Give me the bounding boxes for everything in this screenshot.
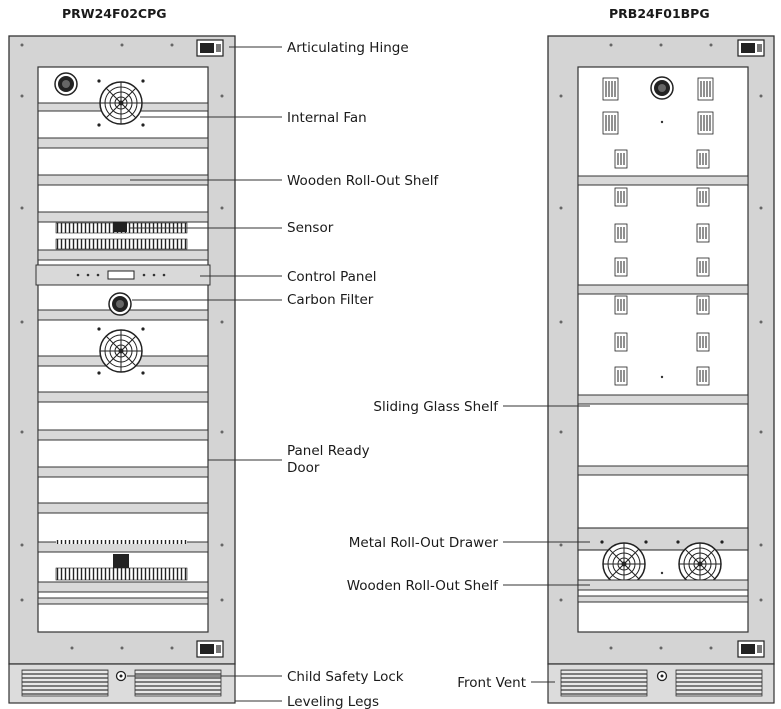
right-vent-2 <box>697 77 714 101</box>
right-vent-5 <box>614 149 628 169</box>
left-shelf-14 <box>37 597 209 605</box>
right-filter-icon <box>650 76 674 100</box>
right-bottom-hinge <box>737 640 765 658</box>
right-vent-13 <box>614 295 628 315</box>
left-base-vent-left <box>21 669 109 697</box>
left-shelf-5 <box>37 249 209 261</box>
right-vent-14 <box>696 295 710 315</box>
left-shelf-4 <box>37 211 209 223</box>
right-vent-11 <box>614 257 628 277</box>
right-shelf-2 <box>577 284 749 295</box>
label-metal-roll-out-drawer: Metal Roll-Out Drawer <box>349 535 499 551</box>
model-right-title: PRB24F01BPG <box>609 6 710 21</box>
left-bottom-hinge <box>196 640 224 658</box>
label-panel-ready-line2: Door <box>287 460 320 476</box>
right-shelf-1 <box>577 175 749 186</box>
right-vent-15 <box>614 332 628 352</box>
right-sliding-glass-shelf <box>577 394 749 405</box>
label-sensor: Sensor <box>287 220 334 236</box>
label-child-safety-lock: Child Safety Lock <box>287 669 404 685</box>
label-front-vent: Front Vent <box>457 675 526 691</box>
right-vent-12 <box>696 257 710 277</box>
left-shelf-11 <box>37 502 209 514</box>
right-vent-16 <box>696 332 710 352</box>
leader-lines <box>127 46 590 702</box>
left-shelf-13 <box>37 581 209 593</box>
right-base-vent-right <box>675 669 763 697</box>
right-vent-8 <box>696 187 710 207</box>
right-top-hinge <box>737 39 765 57</box>
left-carbon-filter-icon <box>108 292 132 316</box>
right-vent-7 <box>614 187 628 207</box>
right-metal-drawer <box>577 527 749 551</box>
left-base-vent-right <box>134 669 222 697</box>
left-top-hinge <box>196 39 224 57</box>
label-articulating-hinge: Articulating Hinge <box>287 40 409 56</box>
left-lower-coil-bottom <box>55 567 188 581</box>
label-carbon-filter: Carbon Filter <box>287 292 374 308</box>
right-vent-17 <box>614 366 628 386</box>
label-wooden-roll-out-shelf-right: Wooden Roll-Out Shelf <box>347 578 500 594</box>
label-panel-ready-line1: Panel Ready <box>287 443 370 459</box>
left-control-buttons <box>76 270 166 280</box>
label-control-panel: Control Panel <box>287 269 377 285</box>
right-vent-6 <box>696 149 710 169</box>
right-wooden-shelf <box>577 579 749 591</box>
label-internal-fan: Internal Fan <box>287 110 367 126</box>
right-unit <box>547 35 775 704</box>
left-unit <box>8 35 236 704</box>
label-wooden-roll-out-shelf-left: Wooden Roll-Out Shelf <box>287 173 440 189</box>
left-lower-coil-top <box>56 540 187 544</box>
right-vent-1 <box>602 77 619 101</box>
left-sensor-coil-bottom <box>55 238 188 250</box>
left-shelf-8 <box>37 391 209 403</box>
right-vent-9 <box>614 223 628 243</box>
left-frame-screws <box>20 43 224 650</box>
label-sliding-glass-shelf: Sliding Glass Shelf <box>373 399 499 415</box>
right-shelf-4 <box>577 465 749 476</box>
left-lower-sensor <box>113 554 129 568</box>
right-vent-18 <box>696 366 710 386</box>
left-shelf-10 <box>37 466 209 478</box>
model-left-title: PRW24F02CPG <box>62 6 167 21</box>
label-leveling-legs: Leveling Legs <box>287 694 379 709</box>
right-frame-screws <box>559 43 763 650</box>
left-top-filter-icon <box>54 72 78 96</box>
right-vent-3 <box>602 111 619 135</box>
right-vent-10 <box>696 223 710 243</box>
right-base-vent-left <box>560 669 648 697</box>
left-sensor <box>113 222 127 232</box>
left-shelf-2 <box>37 137 209 149</box>
left-shelf-9 <box>37 429 209 441</box>
right-vent-4 <box>697 111 714 135</box>
right-shelf-bottom <box>577 595 749 603</box>
